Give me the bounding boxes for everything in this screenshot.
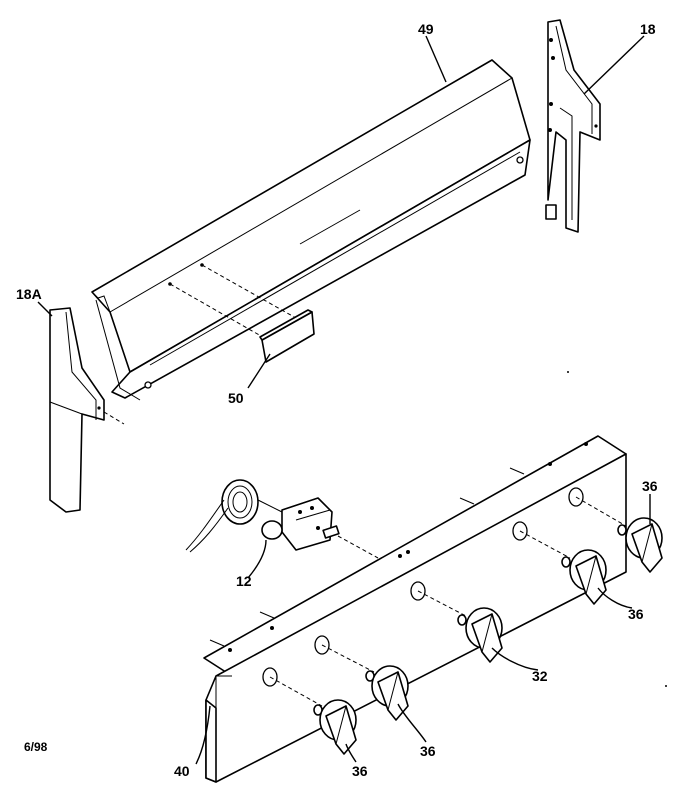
knob-alignment-lines <box>269 496 627 707</box>
burner-knob-front-right <box>617 517 663 573</box>
backguard-panel <box>91 59 531 401</box>
right-end-cap <box>545 19 601 233</box>
label-36: 36 <box>642 478 658 494</box>
label-50: 50 <box>228 390 244 406</box>
label-12: 12 <box>236 573 252 589</box>
trim-bracket <box>259 309 315 363</box>
end-cap-left-screw-line <box>103 411 125 425</box>
label-40: 40 <box>174 763 190 779</box>
burner-knob-rear-left <box>365 665 409 721</box>
label-49: 49 <box>418 21 434 37</box>
manifold-panel <box>203 435 627 783</box>
label-18: 18 <box>640 21 656 37</box>
burner-knob-rear-right <box>561 549 607 605</box>
label-36: 36 <box>628 606 644 622</box>
stray-dot <box>665 685 667 687</box>
left-end-cap <box>49 307 105 513</box>
screw-line-upper <box>201 264 297 319</box>
label-32: 32 <box>532 668 548 684</box>
label-36: 36 <box>420 743 436 759</box>
burner-knob-front-left <box>313 699 357 755</box>
screw-line-lower <box>169 283 269 341</box>
valve-mount-line <box>337 535 379 559</box>
stray-dot <box>567 371 569 373</box>
label-36: 36 <box>352 763 368 779</box>
label-18a: 18A <box>16 286 42 302</box>
gas-valve <box>185 479 340 553</box>
leader-lines <box>37 35 651 765</box>
date-code: 6/98 <box>24 740 48 754</box>
